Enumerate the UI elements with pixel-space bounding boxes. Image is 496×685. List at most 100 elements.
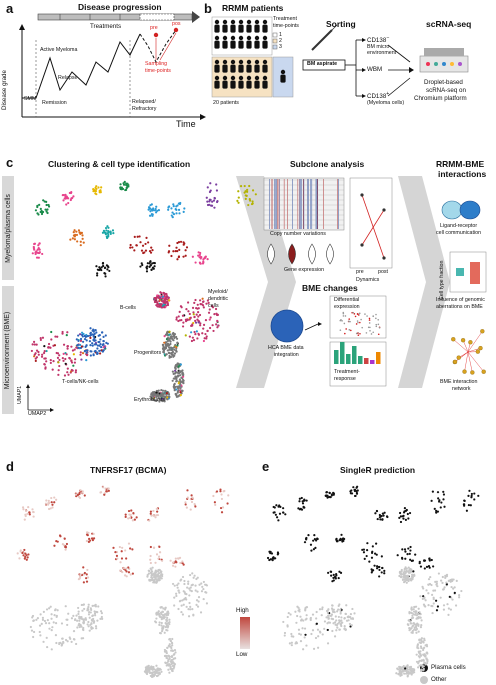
celltype-myeloid: Myeloid/ — [208, 289, 228, 295]
bcma-low: Low — [236, 651, 248, 658]
network-node — [470, 370, 475, 375]
stage-relapsed: Relapsed/ — [132, 99, 156, 105]
platform-3: Chromium platform — [414, 95, 467, 102]
celltype-tcells: T-cells/NK-cells — [62, 379, 99, 385]
hca-label: HCA BME data — [268, 345, 304, 351]
person-icon — [230, 75, 236, 81]
celltype-myeloid-3: cells — [208, 303, 219, 309]
progression-plot — [19, 11, 206, 120]
network-node — [451, 337, 456, 342]
timepoint-3: 3 — [279, 44, 282, 50]
influence-label: Influence of genomic — [436, 297, 485, 303]
cd138pos-sub: (Myeloma cells) — [367, 100, 405, 106]
violin-shape — [326, 243, 334, 265]
influence-label-2: aberrations on BME — [436, 304, 483, 310]
diff-label: Differential — [334, 297, 360, 303]
cd138neg-sub2: environment — [367, 50, 397, 56]
person-icon — [246, 35, 252, 41]
side-label-bme: Microenvironment (BME) — [2, 286, 14, 414]
bme-changes — [270, 295, 387, 387]
dynamics-pre: pre — [356, 269, 364, 275]
dynamics-post: post — [378, 269, 389, 275]
timepoint-1: 1 — [279, 32, 282, 38]
network-label: BME interaction — [440, 379, 478, 385]
person-icon — [262, 75, 268, 81]
scrna-title: scRNA-seq — [426, 19, 472, 29]
network-node — [456, 355, 461, 360]
timepoint-2: 2 — [279, 38, 282, 44]
gene-expression-label: Gene expression — [284, 267, 325, 273]
person-icon — [280, 69, 286, 75]
person-icon — [262, 19, 268, 25]
rrmm-bme-title: RRMM-BME — [436, 159, 485, 169]
stage-relapse: Relapse — [58, 75, 78, 81]
person-icon — [230, 19, 236, 25]
person-icon — [222, 19, 228, 25]
cd138pos-label: CD138+ — [367, 91, 390, 101]
panel-c-letter: c — [6, 155, 14, 170]
sampling-label-2: time-points — [145, 68, 171, 74]
person-icon — [238, 59, 244, 65]
stage-smm: SMM — [24, 96, 37, 102]
person-icon — [238, 75, 244, 81]
panel-b-letter: b — [204, 1, 212, 16]
rrmm-bme-title-2: interactions — [438, 169, 487, 179]
diff-label-2: expression — [334, 304, 360, 310]
person-icon — [230, 35, 236, 41]
person-icon — [262, 59, 268, 65]
panel-b-title: RRMM patients — [222, 3, 284, 13]
network-node — [478, 345, 483, 351]
person-icon — [238, 35, 244, 41]
celltype-erythroblasts: Erythroblasts — [134, 397, 165, 403]
hca-label-2: integration — [274, 352, 299, 358]
person-icon — [254, 35, 260, 41]
stage-remission: Remission — [42, 100, 67, 106]
singler-title: SingleR prediction — [340, 465, 416, 475]
person-icon — [214, 75, 220, 81]
network-node — [475, 349, 480, 354]
bm-aspirate: BM aspirate — [307, 61, 338, 67]
person-icon — [214, 35, 220, 41]
person-icon — [246, 75, 252, 81]
person-icon — [230, 59, 236, 65]
disease-grade-label: Disease grade — [1, 70, 8, 110]
person-icon — [222, 35, 228, 41]
sampling-label: Sampling — [145, 61, 168, 67]
patients-box — [211, 16, 294, 98]
lr-label-2: cell communication — [436, 230, 482, 236]
bme-changes-title: BME changes — [302, 283, 358, 293]
person-icon — [246, 19, 252, 25]
wbm-label: WBM — [367, 66, 383, 73]
person-icon — [254, 19, 260, 25]
person-icon — [214, 59, 220, 65]
umap-axes — [26, 384, 54, 412]
person-icon — [246, 59, 252, 65]
person-icon — [262, 35, 268, 41]
person-icon — [222, 59, 228, 65]
violin-shape — [288, 243, 296, 265]
celltype-bcells: B-cells — [120, 305, 136, 311]
violin-shape — [267, 243, 275, 265]
dynamics-label: Dynamics — [356, 277, 380, 283]
stage-active: Active Myeloma — [40, 47, 78, 53]
pre-label: pre — [150, 25, 158, 31]
post-label: pos — [172, 21, 181, 27]
person-icon — [222, 75, 228, 81]
violin-shape — [308, 243, 316, 265]
side-label-myeloma: Myeloma/plasma cells — [2, 176, 14, 280]
cnv-label: Copy number variations — [270, 231, 326, 237]
clustering-title: Clustering & cell type identification — [48, 159, 191, 169]
timepoints-title-2: time-points — [273, 23, 299, 29]
cd138neg-label: CD138− — [367, 35, 390, 45]
lr-label: Ligand-receptor — [440, 223, 478, 229]
patients-count: 20 patients — [213, 100, 239, 106]
network-node — [481, 369, 486, 374]
platform-1: Droplet-based — [424, 79, 463, 86]
panel-e-letter: e — [262, 459, 270, 474]
panel-a-title: Disease progression — [78, 2, 162, 12]
platform-2: scRNA-seq on — [426, 87, 466, 94]
celltype-myeloid-2: dendritic — [208, 296, 229, 302]
timepoints-title: Treatment — [273, 16, 297, 22]
legend-other: Other — [431, 676, 447, 683]
